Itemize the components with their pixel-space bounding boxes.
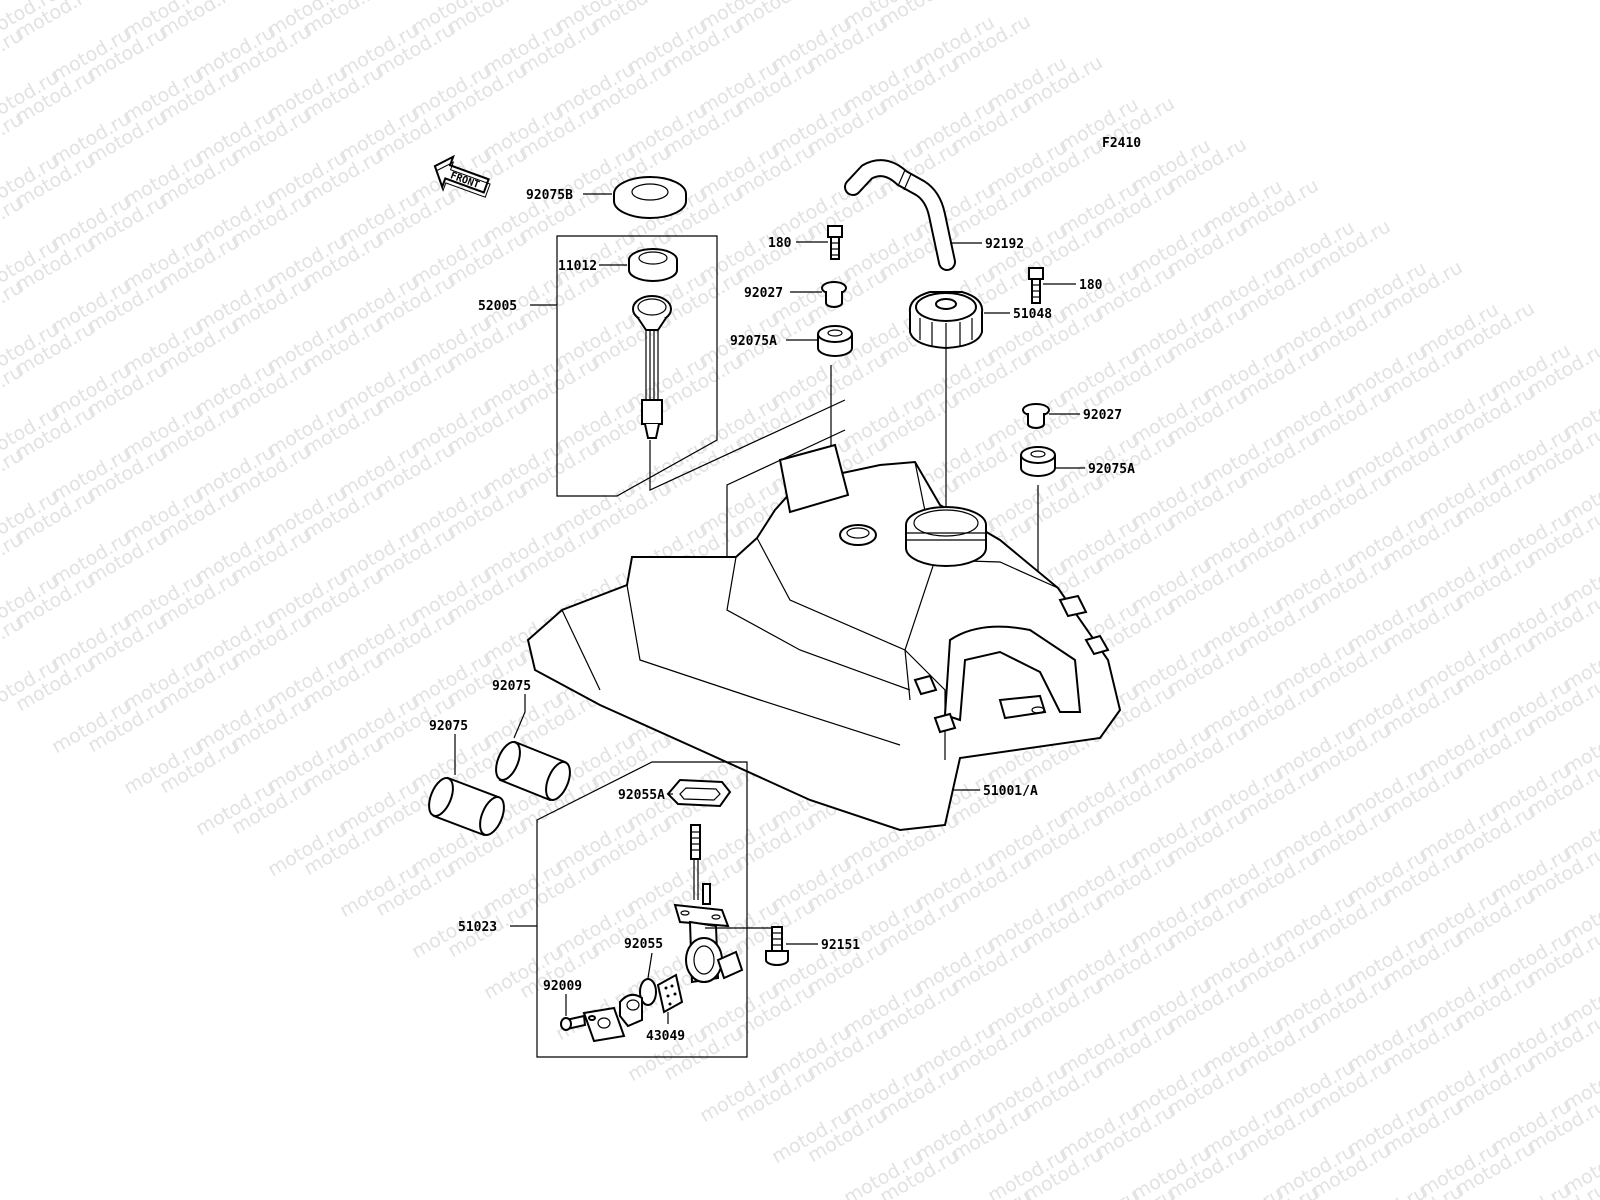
part-92192-hose	[844, 159, 956, 271]
part-label: 92192	[985, 237, 1024, 252]
assembly-line	[726, 429, 846, 570]
part-label: 180	[1079, 278, 1103, 293]
part-180-bolt	[827, 225, 843, 260]
part-fuel-cock	[673, 824, 744, 984]
part-label: 92075A	[730, 334, 777, 349]
part-label: 180	[768, 236, 792, 251]
part-label: 92075B	[526, 188, 573, 203]
part-180-bolt	[1028, 267, 1044, 304]
part-92075a-damper	[1020, 446, 1056, 477]
part-label: 51048	[1013, 307, 1052, 322]
part-valve-lever	[619, 993, 643, 1028]
part-92055-o-ring	[639, 978, 657, 1006]
part-92151-screw	[765, 926, 789, 966]
part-92075-rubber-tube	[428, 776, 505, 837]
part-92027-collar	[1022, 403, 1050, 429]
part-51001a-fuel-tank	[526, 443, 1122, 832]
part-92009-screw	[560, 1014, 587, 1031]
part-label: 51023	[458, 920, 497, 935]
part-92075a-damper	[817, 325, 853, 357]
part-label: 51001/A	[983, 784, 1038, 799]
part-11012-ring	[628, 248, 678, 282]
group-box-52005	[556, 235, 718, 497]
part-label: 92151	[821, 938, 860, 953]
front-arrow-icon: FRONT	[433, 154, 491, 198]
part-label: 52005	[478, 299, 517, 314]
part-label: 92009	[543, 979, 582, 994]
assembly-line	[649, 399, 846, 491]
part-fuel-gauge	[632, 295, 672, 439]
diagram-code: F2410	[1102, 136, 1141, 151]
part-43049-filter	[656, 973, 684, 1014]
part-label: 92055	[624, 937, 663, 952]
part-92075b-grommet	[613, 176, 687, 219]
part-label: 92055A	[618, 788, 665, 803]
part-label: 92075	[492, 679, 531, 694]
part-label: 92075	[429, 719, 468, 734]
part-92027-collar	[821, 281, 847, 308]
part-label: 43049	[646, 1029, 685, 1044]
part-label: 11012	[558, 259, 597, 274]
part-51048-fuel-cap	[908, 291, 984, 350]
part-label: 92027	[1083, 408, 1122, 423]
part-cover-plate	[582, 1006, 626, 1043]
part-label: 92075A	[1088, 462, 1135, 477]
part-92075-rubber-tube	[495, 740, 571, 802]
group-box-51023	[536, 761, 748, 1058]
part-label: 92027	[744, 286, 783, 301]
part-92055a-gasket	[666, 778, 732, 808]
